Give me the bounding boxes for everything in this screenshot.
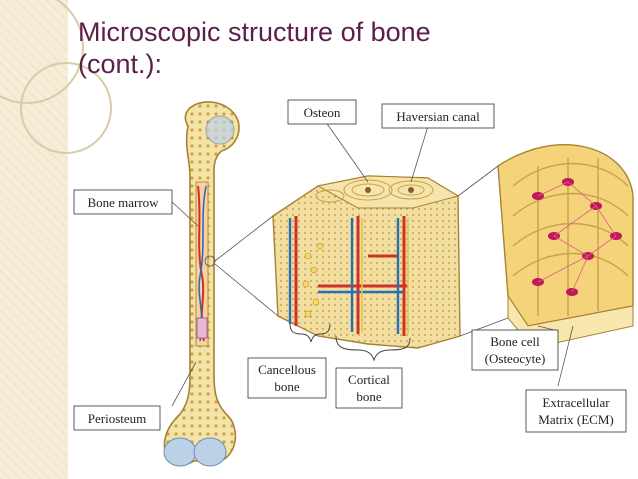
slide-title-line1: Microscopic structure of bone [78, 17, 431, 47]
ecm-magnification [497, 144, 634, 349]
periosteum-label-text: Periosteum [88, 411, 147, 426]
bone-cell-label-line2: (Osteocyte) [485, 351, 546, 366]
haversian-canal-label-text: Haversian canal [396, 109, 480, 124]
label-cortical-bone: Cortical bone [335, 367, 403, 409]
cortical-label-line2: bone [356, 389, 382, 404]
bone-marrow-label-text: Bone marrow [87, 195, 159, 210]
ecm-label-line2: Matrix (ECM) [538, 412, 613, 427]
cancellous-label-line2: bone [274, 379, 300, 394]
osteon-label-text: Osteon [304, 105, 341, 120]
ecm-label-line1: Extracellular [542, 395, 610, 410]
label-bone-cell: Bone cell (Osteocyte) [471, 329, 559, 371]
decorative-ring-middle [20, 62, 112, 154]
slide-title-line2: (cont.): [78, 49, 163, 79]
slide-title: Microscopic structure of bone (cont.): [78, 16, 598, 80]
label-bone-marrow: Bone marrow [73, 189, 173, 215]
label-osteon: Osteon [287, 99, 357, 125]
connector-lines [171, 117, 574, 407]
bone-structure-diagram: Osteon Haversian canal Bone marrow Bone … [73, 99, 634, 467]
label-haversian-canal: Haversian canal [381, 103, 495, 129]
label-periosteum: Periosteum [73, 405, 161, 431]
cortical-label-line1: Cortical [348, 372, 390, 387]
cancellous-label-line1: Cancellous [258, 362, 316, 377]
label-extracellular-matrix: Extracellular Matrix (ECM) [525, 389, 627, 433]
section-brackets [289, 323, 411, 362]
label-cancellous-bone: Cancellous bone [247, 357, 327, 399]
bone-cell-label-line1: Bone cell [490, 334, 540, 349]
femur-bone [163, 101, 240, 467]
bone-cross-section [272, 175, 461, 349]
